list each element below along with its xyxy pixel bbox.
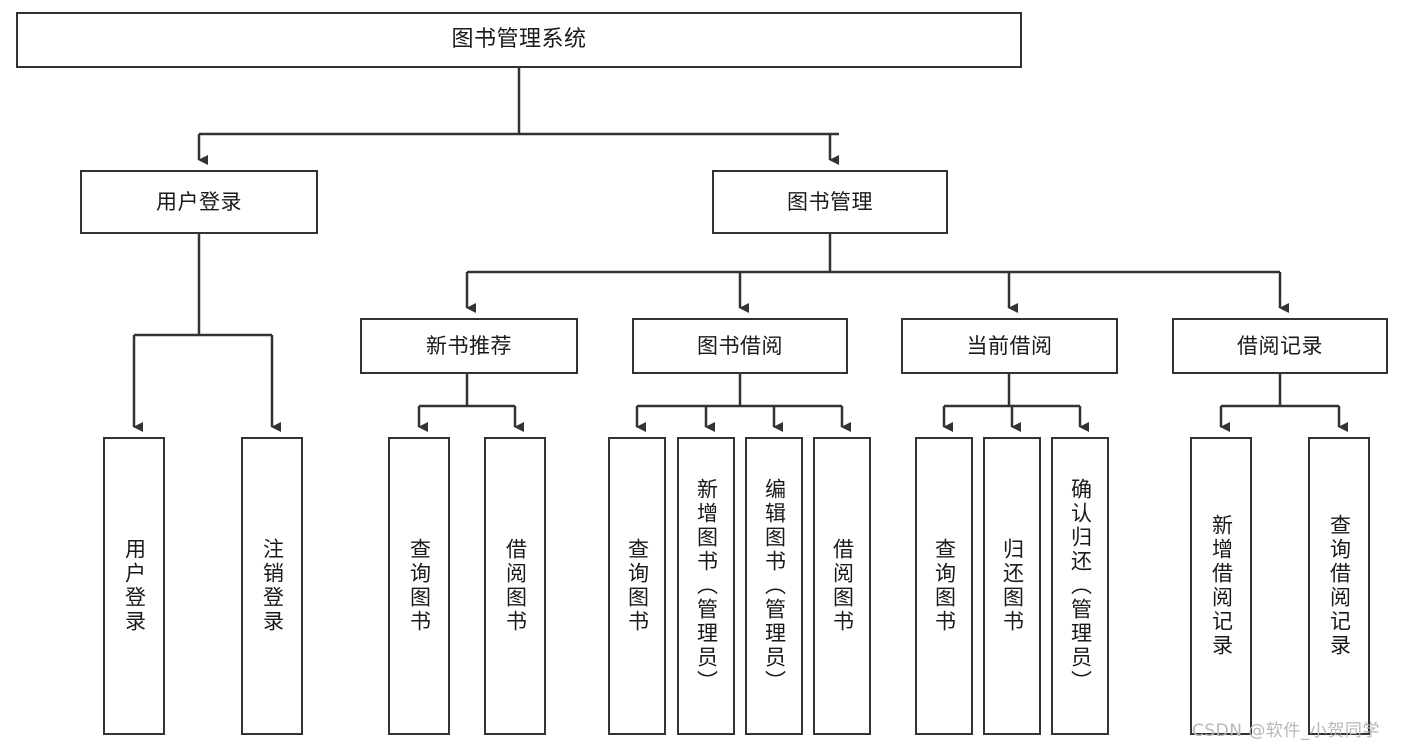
node-book-management[interactable]: 图书管理 [712, 170, 948, 234]
node-label: 图书管理系统 [451, 27, 587, 53]
node-label: 用户登录 [122, 538, 147, 634]
node-label: 新增图书（管理员） [694, 478, 719, 694]
leaf-edit-book-admin[interactable]: 编辑图书（管理员） [745, 437, 803, 735]
node-label: 新书推荐 [426, 333, 512, 358]
node-new-book-recommendation[interactable]: 新书推荐 [360, 318, 578, 374]
leaf-query-borrow-record[interactable]: 查询借阅记录 [1308, 437, 1370, 735]
leaf-query-books-nbr[interactable]: 查询图书 [388, 437, 450, 735]
leaf-add-borrow-record[interactable]: 新增借阅记录 [1190, 437, 1252, 735]
csdn-watermark: CSDN @软件_小贺同学 [1192, 721, 1380, 741]
leaf-query-books-cb[interactable]: 查询图书 [915, 437, 973, 735]
node-label: 用户登录 [156, 189, 242, 214]
node-label: 图书借阅 [697, 333, 783, 358]
node-current-borrowing[interactable]: 当前借阅 [901, 318, 1118, 374]
leaf-return-books[interactable]: 归还图书 [983, 437, 1041, 735]
leaf-add-book-admin[interactable]: 新增图书（管理员） [677, 437, 735, 735]
leaf-confirm-return-admin[interactable]: 确认归还（管理员） [1051, 437, 1109, 735]
node-label: 借阅图书 [503, 538, 528, 634]
node-label: 借阅记录 [1237, 333, 1323, 358]
node-label: 借阅图书 [830, 538, 855, 634]
node-root-book-management-system[interactable]: 图书管理系统 [16, 12, 1022, 68]
node-label: 编辑图书（管理员） [762, 478, 787, 694]
node-label: 查询图书 [932, 538, 957, 634]
leaf-borrow-books-nbr[interactable]: 借阅图书 [484, 437, 546, 735]
node-label: 新增借阅记录 [1209, 514, 1234, 658]
node-label: 注销登录 [260, 538, 285, 634]
node-label: 当前借阅 [966, 333, 1053, 358]
node-label: 查询图书 [407, 538, 432, 634]
node-label: 确认归还（管理员） [1068, 478, 1093, 694]
leaf-query-books-bb[interactable]: 查询图书 [608, 437, 666, 735]
leaf-user-login[interactable]: 用户登录 [103, 437, 165, 735]
node-label: 查询借阅记录 [1327, 514, 1352, 658]
node-borrowing-record[interactable]: 借阅记录 [1172, 318, 1388, 374]
node-book-borrowing[interactable]: 图书借阅 [632, 318, 848, 374]
node-label: 图书管理 [787, 189, 873, 214]
node-label: 查询图书 [625, 538, 650, 634]
node-label: 归还图书 [1000, 538, 1025, 634]
node-user-login[interactable]: 用户登录 [80, 170, 318, 234]
leaf-borrow-books-bb[interactable]: 借阅图书 [813, 437, 871, 735]
leaf-logout[interactable]: 注销登录 [241, 437, 303, 735]
